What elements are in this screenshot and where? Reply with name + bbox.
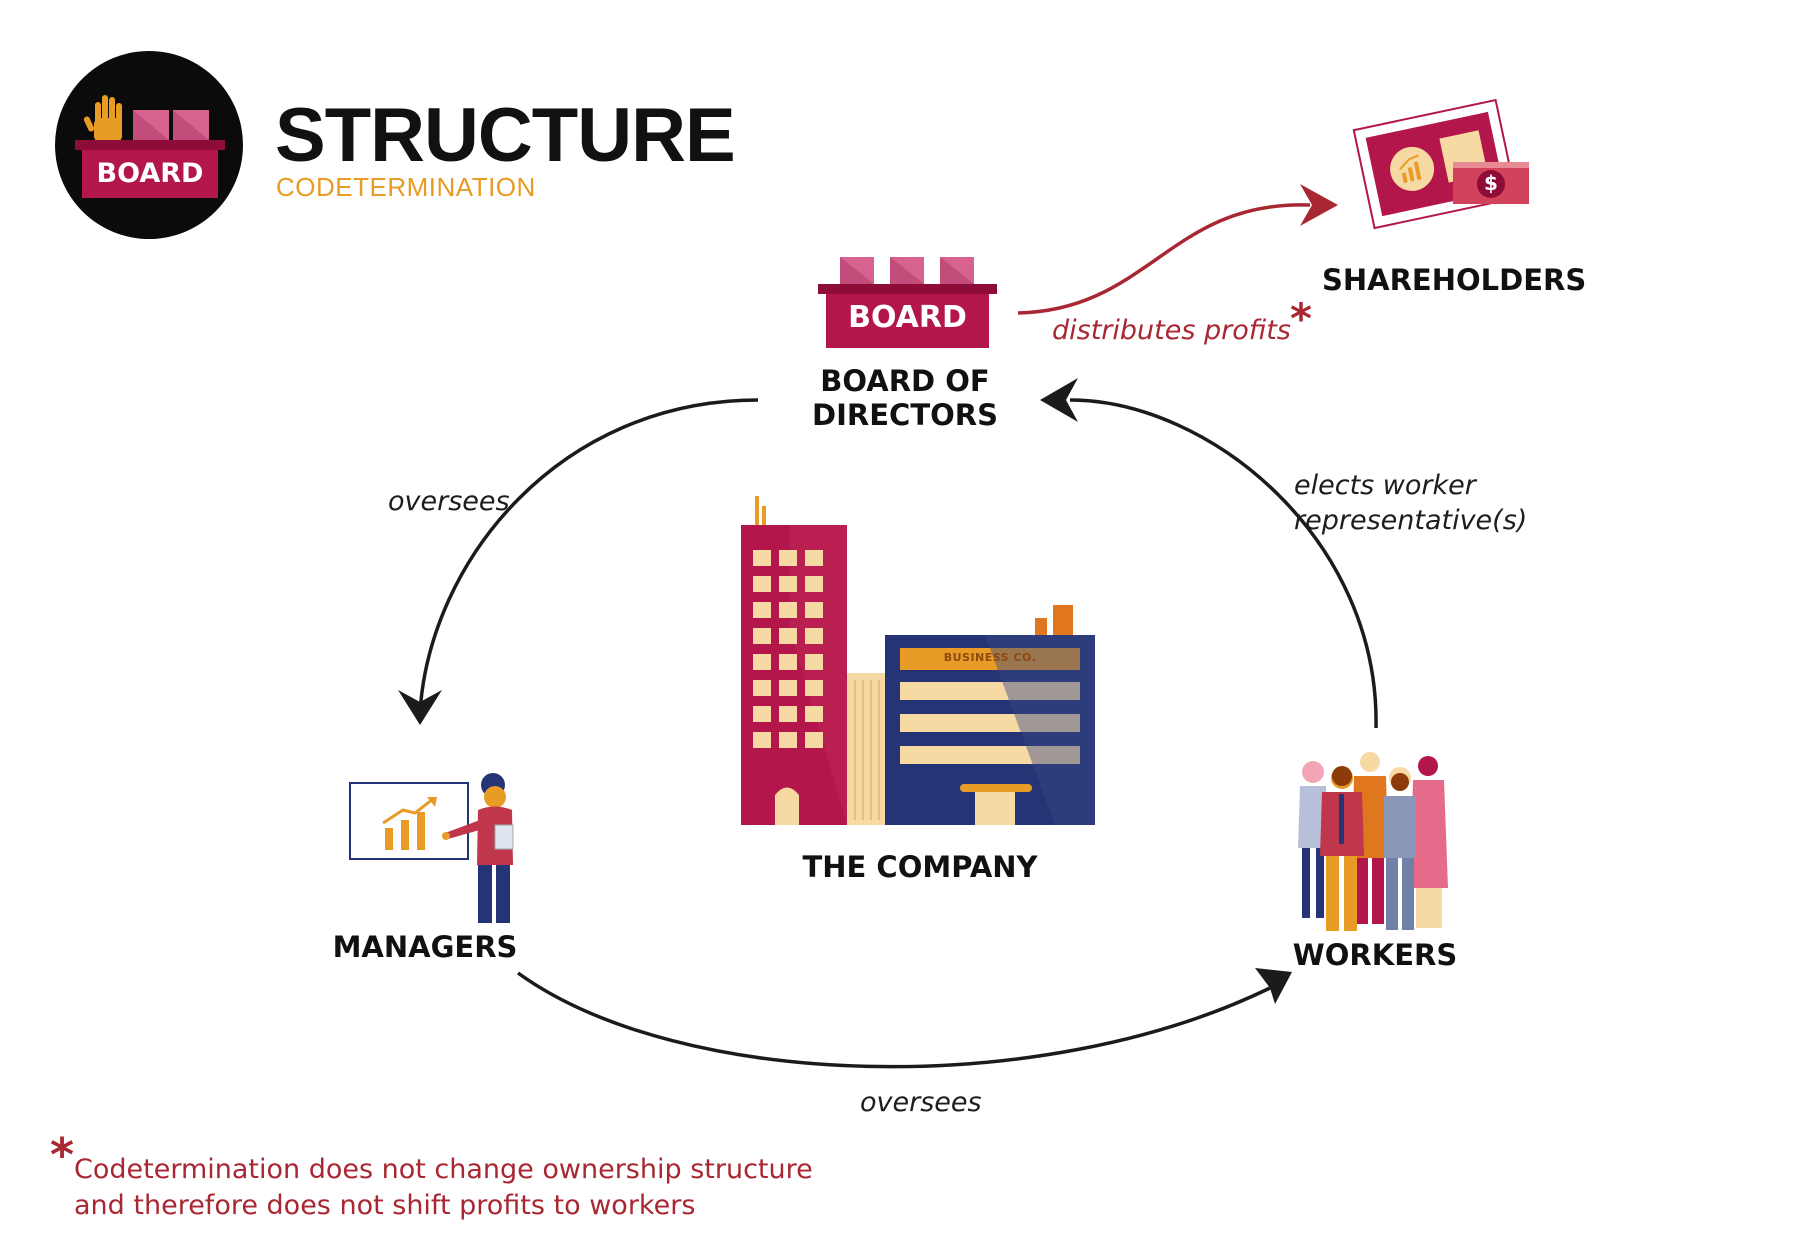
arrow-board-to-shareholders — [1017, 203, 1311, 315]
board-label-line2: DIRECTORS — [812, 398, 998, 433]
workers-group-icon — [1298, 752, 1448, 931]
footnote-asterisk: * — [50, 1128, 75, 1182]
elects-label-line2: representative(s) — [1294, 505, 1528, 537]
distributes-profits-label: distributes profits — [1052, 315, 1291, 346]
managers-label: MANAGERS — [332, 930, 518, 964]
shareholders-label: SHAREHOLDERS — [1322, 263, 1587, 297]
arrow-workers-to-board — [1069, 398, 1378, 729]
arrowhead-workers — [1255, 968, 1292, 1004]
distributes-asterisk: * — [1290, 294, 1312, 343]
dollar-icon: $ — [1484, 171, 1498, 195]
manager-presenting-icon — [349, 773, 514, 923]
badge-label: BOARD — [96, 158, 204, 189]
board-label: BOARD OF DIRECTORS — [790, 364, 1020, 432]
company-label: THE COMPANY — [802, 850, 1038, 884]
page-subtitle: CODETERMINATION — [276, 172, 536, 202]
elects-label-line1: elects worker — [1294, 470, 1476, 501]
oversees-managers-label: oversees — [388, 486, 510, 517]
footnote: Codetermination does not change ownershi… — [74, 1152, 813, 1224]
board-icon-label: BOARD — [848, 300, 967, 335]
footnote-line2: and therefore does not shift profits to … — [74, 1190, 696, 1222]
workers-label: WORKERS — [1292, 938, 1458, 972]
arrowhead-managers — [398, 690, 442, 725]
company-buildings-icon — [741, 496, 1095, 825]
shareholders-certificate-icon — [1352, 98, 1529, 230]
elects-label: elects worker representative(s) — [1294, 468, 1527, 538]
board-podium-icon — [818, 257, 997, 348]
arrowhead-shareholders — [1300, 184, 1338, 226]
board-label-line1: BOARD OF — [820, 364, 990, 398]
board-badge-icon — [55, 51, 243, 239]
company-sign: BUSINESS CO. — [943, 651, 1037, 664]
arrow-managers-to-workers — [516, 971, 1271, 1069]
footnote-line1: Codetermination does not change ownershi… — [74, 1154, 813, 1185]
page-title: STRUCTURE — [275, 93, 736, 178]
arrowhead-board — [1040, 378, 1078, 422]
oversees-workers-label: oversees — [860, 1087, 982, 1118]
arrow-board-to-managers — [418, 398, 759, 713]
